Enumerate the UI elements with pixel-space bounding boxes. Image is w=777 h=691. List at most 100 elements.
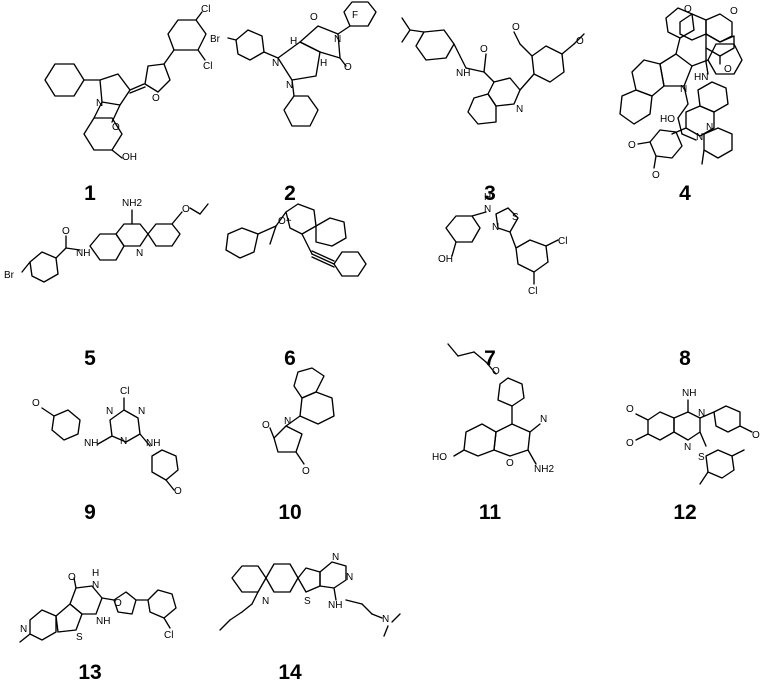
compound-number-4: 4: [679, 182, 691, 205]
atom-label: Cl: [120, 386, 129, 397]
bond-ring: [144, 63, 171, 93]
atom-label: Cl: [528, 286, 537, 297]
bond: [219, 619, 231, 631]
bond: [485, 361, 497, 375]
bond: [681, 133, 697, 141]
bond: [739, 425, 753, 433]
bond: [139, 433, 151, 447]
bond: [275, 211, 287, 227]
structure-13: O H N N NH S O Cl: [19, 568, 177, 643]
bond: [453, 449, 465, 457]
bond: [345, 599, 363, 605]
atom-label: O: [262, 420, 270, 431]
atom-label: NH: [96, 616, 110, 627]
atom-label: O: [626, 438, 634, 449]
atom-label: H: [92, 568, 99, 579]
atom-label: HN: [694, 72, 708, 83]
atom-label: S: [76, 632, 83, 643]
atom-label: O: [310, 12, 318, 23]
atom-label: Cl: [203, 61, 212, 72]
bond: [97, 435, 113, 445]
bond: [251, 591, 259, 605]
atom-label: O: [480, 44, 488, 55]
bond: [471, 211, 487, 217]
atom-label: N: [492, 222, 499, 233]
bond-ring: [167, 19, 207, 51]
atom-label: NH: [146, 438, 160, 449]
bond: [195, 11, 203, 21]
bond-ring: [673, 411, 701, 441]
bond: [229, 611, 243, 621]
bond: [269, 225, 277, 245]
bond-ring: [147, 589, 177, 619]
atom-label: O: [752, 430, 760, 441]
atom-label: OH: [438, 254, 453, 265]
atom-label: Cl: [558, 236, 567, 247]
atom-label: O: [152, 93, 160, 104]
bond: [457, 351, 475, 357]
bond-ring: [99, 73, 131, 106]
bond-ring: [619, 89, 653, 125]
bond: [171, 211, 183, 225]
atom-label: O: [344, 62, 352, 73]
atom-label: OH: [122, 152, 137, 163]
bond: [483, 71, 495, 83]
bond: [285, 415, 301, 427]
bond: [671, 127, 687, 135]
atom-label: Cl: [201, 4, 210, 15]
bond: [189, 207, 201, 215]
atom-label: O: [684, 4, 692, 15]
bond-ring: [277, 41, 321, 81]
bond: [93, 101, 103, 119]
bond: [311, 253, 335, 265]
bond: [401, 17, 411, 31]
compound-number-13: 13: [78, 661, 102, 684]
atom-label: N: [680, 84, 687, 95]
bond-ring: [531, 45, 565, 83]
atom-label: O: [174, 486, 182, 497]
compound-number-9: 9: [84, 501, 96, 524]
bond: [41, 407, 55, 417]
compound-number-3: 3: [484, 182, 496, 205]
atom-label: S: [304, 596, 311, 607]
bond: [677, 103, 689, 119]
bond: [163, 617, 171, 629]
bond-ring: [231, 565, 267, 593]
atom-label: S: [512, 212, 519, 223]
bond-ring: [44, 63, 85, 97]
bond: [731, 449, 745, 457]
bond: [699, 411, 715, 419]
compound-number-5: 5: [84, 347, 96, 370]
bond: [101, 597, 115, 601]
structure-3: O O O NH N: [401, 17, 585, 125]
structure-14: N N N S NH N: [219, 552, 401, 637]
bond: [361, 603, 373, 615]
bond-ring: [415, 29, 455, 61]
atom-label: NH2: [534, 464, 554, 475]
bond: [129, 86, 146, 94]
bond-ring: [273, 425, 303, 453]
structure-11: O N HO O NH2: [432, 343, 554, 475]
bond-ring: [265, 563, 299, 593]
bond-ring: [647, 411, 675, 441]
atom-label: NH2: [122, 198, 142, 209]
atom-label: O: [512, 22, 520, 33]
atom-label: N: [106, 406, 113, 417]
bond: [473, 351, 487, 363]
compound-number-1: 1: [84, 182, 96, 205]
atom-label: O: [302, 466, 310, 477]
bond-ring: [113, 591, 137, 615]
bond-ring: [225, 227, 259, 259]
compound-number-6: 6: [284, 347, 296, 370]
bond: [227, 37, 237, 41]
bond: [529, 423, 541, 433]
compound-number-2: 2: [284, 182, 296, 205]
bond: [519, 43, 533, 57]
atom-label: O: [730, 6, 738, 17]
bond: [257, 225, 277, 235]
bond: [527, 449, 537, 465]
atom-label: S: [698, 452, 705, 463]
bond: [333, 587, 337, 601]
atom-label: O: [182, 204, 190, 215]
atom-label: N: [516, 104, 523, 115]
